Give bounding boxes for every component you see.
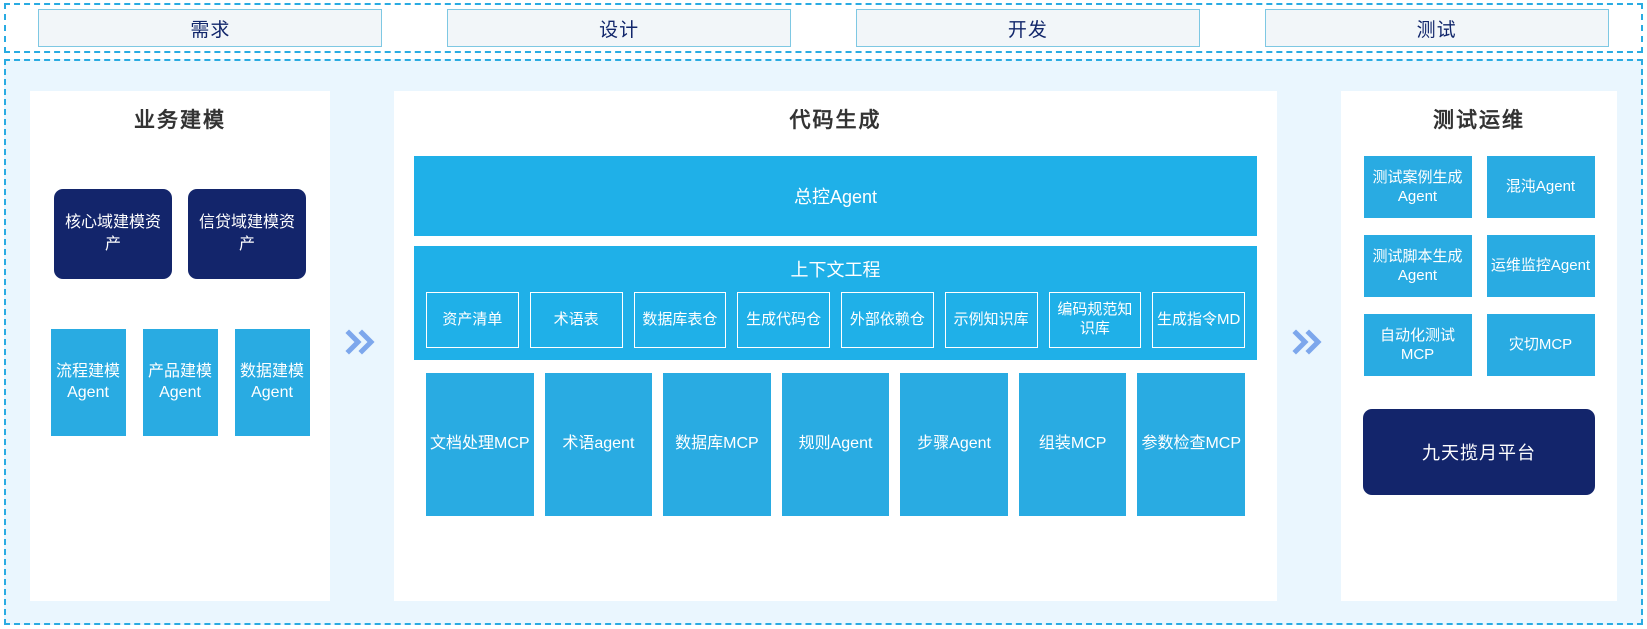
business-assets-row: 核心域建模资产 信贷域建模资产 — [54, 189, 306, 279]
context-item-external-dependency-repo[interactable]: 外部依赖仓 — [841, 292, 934, 348]
tool-parameter-check-mcp[interactable]: 参数检查MCP — [1137, 373, 1246, 516]
stage-requirement[interactable]: 需求 — [38, 9, 383, 47]
context-engineering-title: 上下文工程 — [790, 260, 881, 280]
panel-title-code-generation: 代码生成 — [789, 109, 882, 132]
agent-test-case-generation[interactable]: 测试案例生成Agent — [1363, 156, 1472, 218]
context-item-asset-list[interactable]: 资产清单 — [426, 292, 519, 348]
stage-development[interactable]: 开发 — [855, 9, 1200, 47]
business-agents-row: 流程建模Agent 产品建模Agent 数据建模Agent — [50, 329, 310, 436]
double-chevron-right-icon — [345, 329, 375, 355]
tools-row: 文档处理MCP 术语agent 数据库MCP 规则Agent 步骤Agent 组… — [414, 373, 1257, 516]
tool-document-processing-mcp[interactable]: 文档处理MCP — [426, 373, 534, 516]
tool-rule-agent[interactable]: 规则Agent — [781, 373, 890, 516]
panel-code-generation: 代码生成 总控Agent 上下文工程 资产清单 术语表 数据库表仓 生成代码仓 … — [394, 91, 1277, 601]
context-engineering-block: 上下文工程 资产清单 术语表 数据库表仓 生成代码仓 外部依赖仓 示例知识库 编… — [414, 246, 1257, 360]
stage-slot: 需求 — [6, 9, 415, 47]
stage-slot: 设计 — [415, 9, 824, 47]
context-item-example-knowledge-base[interactable]: 示例知识库 — [944, 292, 1038, 348]
double-chevron-right-icon — [1292, 329, 1322, 355]
context-item-generated-code-repo[interactable]: 生成代码仓 — [737, 292, 830, 348]
platform-jiutian-lanyue[interactable]: 九天揽月平台 — [1363, 409, 1595, 495]
panel-business-modeling: 业务建模 核心域建模资产 信贷域建模资产 流程建模Agent 产品建模Agent… — [30, 91, 330, 601]
test-ops-grid: 测试案例生成Agent 混沌Agent 测试脚本生成Agent 运维监控Agen… — [1363, 156, 1595, 376]
stage-slot: 开发 — [824, 9, 1233, 47]
stage-slot: 测试 — [1232, 9, 1641, 47]
tool-assembly-mcp[interactable]: 组装MCP — [1018, 373, 1127, 516]
agent-test-script-generation[interactable]: 测试脚本生成Agent — [1363, 235, 1472, 297]
asset-core-domain[interactable]: 核心域建模资产 — [54, 189, 172, 279]
panel-title-business-modeling: 业务建模 — [134, 109, 226, 132]
context-item-db-table-repo[interactable]: 数据库表仓 — [633, 292, 727, 348]
asset-credit-domain[interactable]: 信贷域建模资产 — [188, 189, 306, 279]
panel-test-ops: 测试运维 测试案例生成Agent 混沌Agent 测试脚本生成Agent 运维监… — [1341, 91, 1617, 601]
context-item-glossary[interactable]: 术语表 — [529, 292, 623, 348]
agent-ops-monitoring[interactable]: 运维监控Agent — [1486, 235, 1595, 297]
tool-database-mcp[interactable]: 数据库MCP — [663, 373, 771, 516]
stages-strip: 需求 设计 开发 测试 — [4, 3, 1643, 53]
tool-glossary-agent[interactable]: 术语agent — [544, 373, 653, 516]
agent-process-modeling[interactable]: 流程建模Agent — [50, 329, 126, 436]
context-item-generation-instruction-md[interactable]: 生成指令MD — [1152, 292, 1245, 348]
stage-testing[interactable]: 测试 — [1264, 9, 1609, 47]
panel-title-test-ops: 测试运维 — [1433, 109, 1525, 132]
stage-design[interactable]: 设计 — [447, 9, 792, 47]
agent-product-modeling[interactable]: 产品建模Agent — [142, 329, 218, 436]
mcp-automated-testing[interactable]: 自动化测试MCP — [1363, 314, 1472, 376]
agent-chaos[interactable]: 混沌Agent — [1486, 156, 1595, 218]
context-item-coding-standard-kb[interactable]: 编码规范知识库 — [1048, 292, 1142, 348]
context-items-row: 资产清单 术语表 数据库表仓 生成代码仓 外部依赖仓 示例知识库 编码规范知识库… — [414, 292, 1257, 348]
code-generation-inner: 代码生成 总控Agent 上下文工程 资产清单 术语表 数据库表仓 生成代码仓 … — [414, 104, 1257, 516]
mcp-disaster-switchover[interactable]: 灾切MCP — [1486, 314, 1595, 376]
agent-data-modeling[interactable]: 数据建模Agent — [234, 329, 310, 436]
main-container: 业务建模 核心域建模资产 信贷域建模资产 流程建模Agent 产品建模Agent… — [4, 59, 1643, 625]
tool-step-agent[interactable]: 步骤Agent — [900, 373, 1008, 516]
master-agent-bar[interactable]: 总控Agent — [414, 156, 1257, 236]
arrow-center-to-right — [1277, 61, 1341, 623]
arrow-left-to-center — [330, 61, 394, 623]
